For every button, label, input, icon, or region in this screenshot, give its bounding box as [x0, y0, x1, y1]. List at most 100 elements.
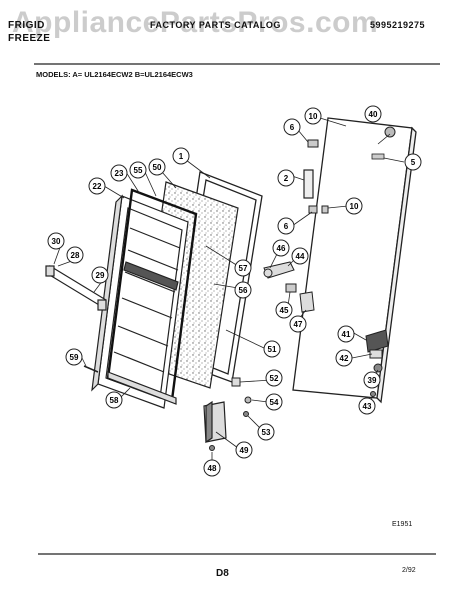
callout-10: 10	[345, 197, 363, 215]
callout-label: 41	[342, 330, 351, 339]
callout-circle	[404, 153, 422, 171]
callout-circle	[275, 301, 293, 319]
callout-circle	[265, 393, 283, 411]
callout-circle	[364, 105, 382, 123]
figure-code: E1951	[392, 521, 413, 528]
callout-circle	[172, 147, 190, 165]
callout-51: 51	[263, 340, 281, 358]
callout-39: 39	[363, 371, 381, 389]
strip-2	[303, 169, 314, 199]
callout-circle	[283, 118, 301, 136]
callout-45: 45	[275, 301, 293, 319]
watermark: AppliancePartsPros.com	[12, 6, 379, 39]
callout-55: 55	[129, 161, 147, 179]
callout-circle	[88, 177, 106, 195]
callout-circle	[129, 161, 147, 179]
callout-label: 2	[284, 174, 289, 183]
callout-56: 56	[234, 281, 252, 299]
callout-circle	[277, 169, 295, 187]
callout-label: 40	[369, 110, 378, 119]
callout-22: 22	[88, 177, 106, 195]
callout-label: 23	[115, 169, 124, 178]
callout-label: 54	[270, 398, 279, 407]
callout-circle	[363, 371, 381, 389]
callout-52: 52	[265, 369, 283, 387]
callout-circle	[265, 369, 283, 387]
callout-circle	[272, 239, 290, 257]
callout-label: 5	[411, 158, 416, 167]
callout-1: 1	[172, 147, 190, 165]
callout-circle	[304, 107, 322, 125]
brand-line-1: FRIGID	[8, 20, 45, 31]
callout-label: 52	[270, 374, 279, 383]
callout-label: 46	[277, 244, 286, 253]
callout-58: 58	[105, 391, 123, 409]
page-date: 2/92	[402, 567, 416, 574]
callout-circle	[345, 197, 363, 215]
clip-52	[231, 377, 241, 387]
callout-23: 23	[110, 164, 128, 182]
screw-48	[209, 445, 215, 451]
callout-label: 39	[368, 376, 377, 385]
callout-40: 40	[364, 105, 382, 123]
callout-label: 49	[240, 446, 249, 455]
callout-47: 47	[289, 315, 307, 333]
callout-49: 49	[235, 441, 253, 459]
callout-5: 5	[404, 153, 422, 171]
callout-48: 48	[203, 459, 221, 477]
callout-label: 42	[340, 354, 349, 363]
liner-shelf	[123, 261, 179, 291]
callout-2: 2	[277, 169, 295, 187]
screw-59	[83, 365, 99, 373]
washer-54	[244, 396, 252, 404]
callout-54: 54	[265, 393, 283, 411]
callout-label: 6	[290, 123, 295, 132]
callout-circle	[337, 325, 355, 343]
cap-47	[299, 291, 315, 313]
brand-line-2: FREEZE	[8, 33, 51, 44]
callout-46: 46	[272, 239, 290, 257]
callout-label: 28	[71, 251, 80, 260]
screw-53	[243, 411, 249, 417]
callout-circle	[289, 315, 307, 333]
callout-label: 45	[280, 306, 289, 315]
callout-label: 22	[93, 182, 102, 191]
callout-label: 10	[350, 202, 359, 211]
models-line: MODELS: A= UL2164ECW2 B=UL2164ECW3	[36, 70, 193, 79]
catalog-title: FACTORY PARTS CATALOG	[150, 20, 281, 30]
callout-circle	[66, 246, 84, 264]
spring-45	[285, 283, 297, 293]
callout-circle	[148, 158, 166, 176]
callout-circle	[234, 281, 252, 299]
callout-42: 42	[335, 349, 353, 367]
callout-circle	[65, 348, 83, 366]
callout-59: 59	[65, 348, 83, 366]
callout-label: 44	[296, 252, 305, 261]
screw-39	[373, 363, 383, 373]
cover-49	[203, 400, 227, 444]
callout-label: 47	[294, 320, 303, 329]
callout-30: 30	[47, 232, 65, 250]
callout-label: 59	[70, 353, 79, 362]
callout-label: 53	[262, 428, 271, 437]
callout-29: 29	[91, 266, 109, 284]
callout-label: 48	[208, 464, 217, 473]
callout-41: 41	[337, 325, 355, 343]
callout-circle	[263, 340, 281, 358]
callout-6: 6	[277, 217, 295, 235]
part-number: 5995219275	[370, 20, 426, 30]
callout-57: 57	[234, 259, 252, 277]
hinge-pin-46	[263, 261, 295, 279]
callout-10: 10	[304, 107, 322, 125]
hinge-41	[365, 329, 389, 353]
callout-label: 43	[363, 402, 372, 411]
bracket-6-top	[307, 139, 319, 148]
callout-circle	[105, 391, 123, 409]
callout-circle	[257, 423, 275, 441]
callout-label: 1	[179, 152, 184, 161]
callout-label: 10	[309, 112, 318, 121]
callout-label: 30	[52, 237, 61, 246]
callout-label: 56	[239, 286, 248, 295]
callout-label: 6	[284, 222, 289, 231]
